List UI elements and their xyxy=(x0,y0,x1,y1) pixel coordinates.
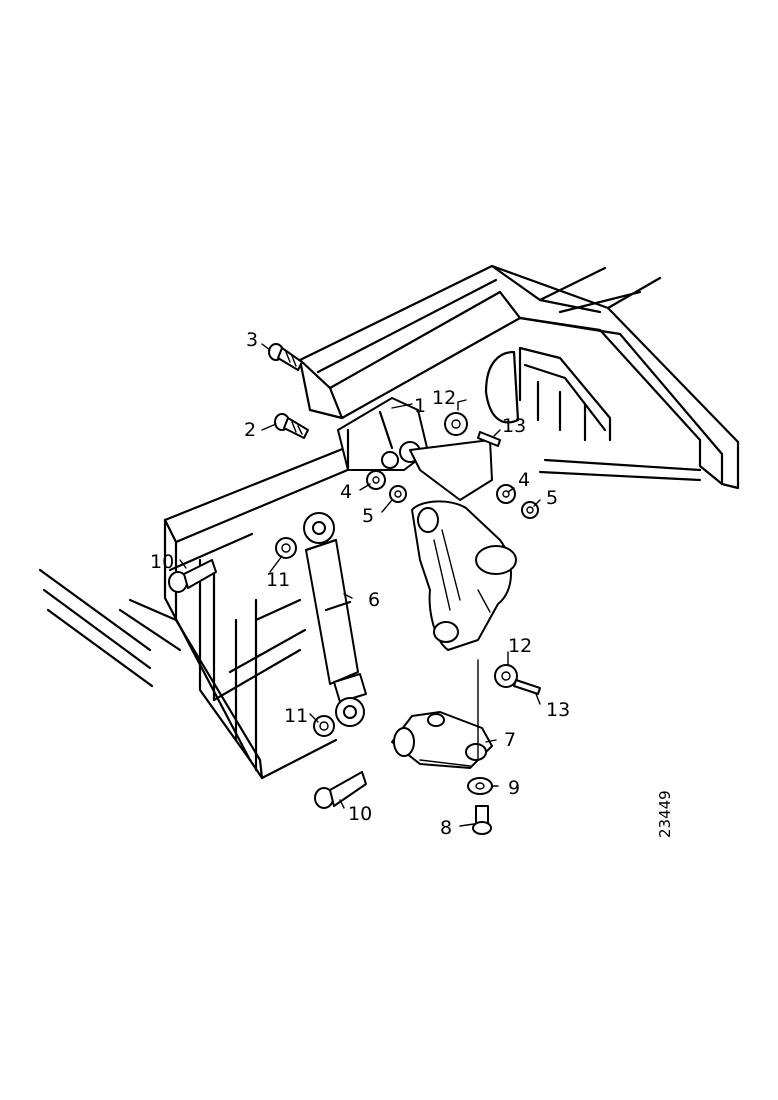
bolt-3 xyxy=(268,343,303,371)
lower-frame-rail xyxy=(38,428,402,780)
callout-1: 1 xyxy=(414,395,426,417)
callout-11-upper: 11 xyxy=(266,569,290,591)
upper-mounting-bracket xyxy=(337,397,429,471)
callout-6: 6 xyxy=(368,589,380,611)
bushing-11-upper xyxy=(275,537,297,559)
nut-12-lower xyxy=(494,664,518,688)
pin-10-lower xyxy=(314,771,367,809)
nut-12-upper xyxy=(444,412,468,436)
callout-13-upper: 13 xyxy=(502,415,526,437)
callout-4-right: 4 xyxy=(518,469,530,491)
callout-11-lower: 11 xyxy=(284,705,308,727)
washer-9 xyxy=(467,777,493,795)
bolt-13-lower xyxy=(513,679,541,695)
bolt-8 xyxy=(472,805,492,835)
callout-4-left: 4 xyxy=(340,481,352,503)
callout-8: 8 xyxy=(440,817,452,839)
shock-absorber xyxy=(303,512,367,727)
callout-5-left: 5 xyxy=(362,505,374,527)
pin-10-upper xyxy=(168,559,217,593)
callout-12-lower: 12 xyxy=(508,635,532,657)
nut-4-left xyxy=(366,470,386,490)
bolt-2 xyxy=(274,413,309,439)
spring-hanger xyxy=(409,439,517,651)
callout-labels: 1 2 3 4 4 5 5 6 7 8 9 10 10 11 11 12 12 … xyxy=(150,329,570,839)
callout-9: 9 xyxy=(508,777,520,799)
leader-lines xyxy=(179,343,541,827)
callout-10-upper: 10 xyxy=(150,551,174,573)
callout-13-lower: 13 xyxy=(546,699,570,721)
washer-5-left xyxy=(389,485,407,503)
callout-7: 7 xyxy=(504,729,516,751)
upper-cross-member xyxy=(484,346,702,482)
lower-spring-plate xyxy=(391,711,493,769)
figure-reference-number: 23449 xyxy=(656,790,674,838)
callout-10-lower: 10 xyxy=(348,803,372,825)
upper-frame-rail xyxy=(298,264,740,490)
bushing-11-lower xyxy=(313,715,335,737)
callout-2: 2 xyxy=(244,419,256,441)
callout-12-upper: 12 xyxy=(432,387,456,409)
bolt-13-upper xyxy=(477,431,501,447)
callout-5-right: 5 xyxy=(546,487,558,509)
nut-4-right xyxy=(496,484,516,504)
callout-3: 3 xyxy=(246,329,258,351)
